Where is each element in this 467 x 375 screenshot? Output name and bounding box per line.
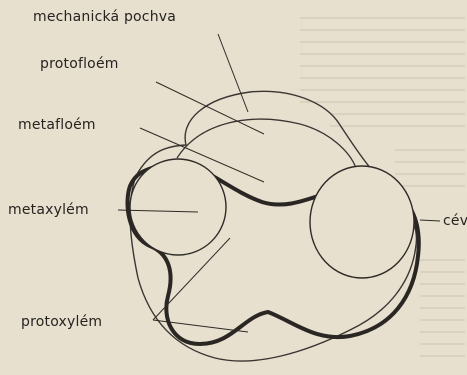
vessel-right [310, 166, 414, 278]
leader-ceva [420, 220, 440, 221]
label-protoxylem: protoxylém [21, 314, 102, 330]
label-protofloem: protofloém [40, 56, 119, 72]
leader-protofloem [156, 82, 264, 134]
metaxylem-vessel-left [130, 159, 226, 255]
leader-protoxylem-2 [153, 320, 248, 332]
leader-mechanicka-pochva [218, 34, 248, 112]
label-metaxylem: metaxylém [8, 202, 89, 218]
label-ceva: céva [443, 213, 467, 229]
phloem-contour-upper [177, 119, 356, 168]
label-metafloem: metafloém [18, 117, 96, 133]
label-mechanicka-pochva: mechanická pochva [33, 9, 176, 25]
